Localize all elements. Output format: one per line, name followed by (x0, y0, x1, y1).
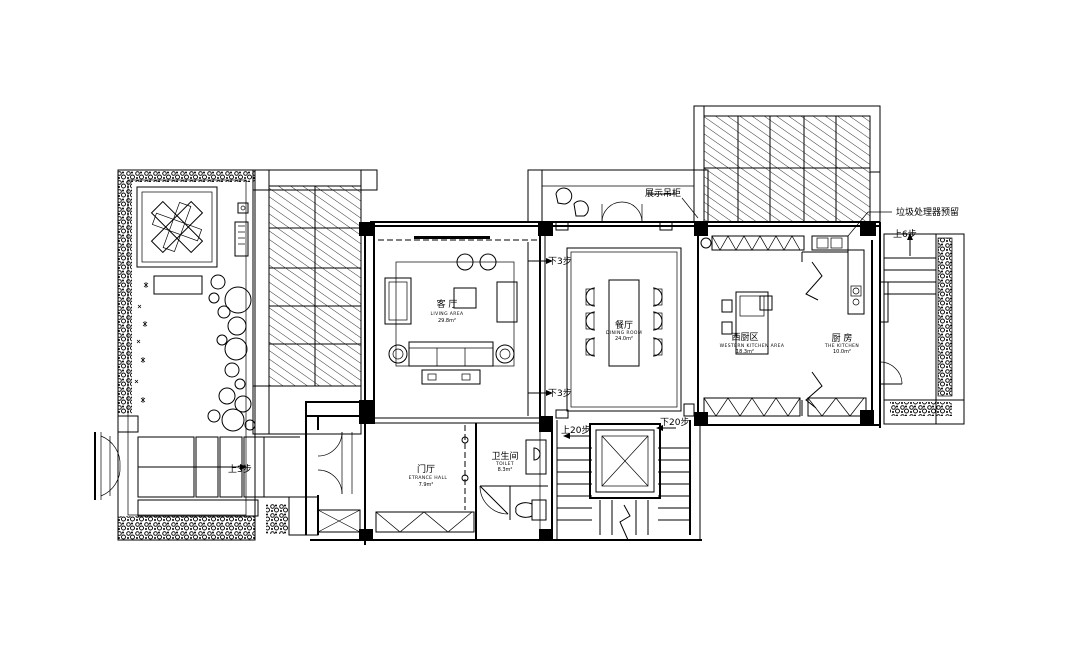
toilet-area: 8.3m² (498, 467, 513, 473)
walls (288, 221, 881, 545)
stepping-stones (207, 274, 256, 432)
garden-terrace: 上3步 (94, 169, 300, 541)
garbage-disposer-label: 垃圾处理器预留 (896, 206, 959, 218)
living-room-name: 客 厅 (437, 298, 458, 310)
living-room-area: 29.8m² (438, 318, 456, 324)
living-room: 客 厅 LIVING AREA 29.8m² (378, 236, 537, 416)
right-terrace: 上6步 (883, 229, 965, 425)
up6-label: 上6步 (893, 229, 917, 240)
down3-lower-label: 下3步 (548, 388, 572, 399)
toilet: 卫生间 TOILET 8.3m² (475, 423, 548, 540)
kitchen-area: 西厨区 WESTERN KITCHEN AREA 18.3m² 厨 房 THE … (700, 235, 903, 417)
cabinet-double-door (601, 201, 643, 223)
garden-gate (94, 432, 121, 500)
western-kitchen-name: 西厨区 (731, 332, 758, 343)
dining-room: 餐厅 DINING ROOM 24.0m² (527, 169, 709, 419)
western-kitchen-area: 18.3m² (736, 349, 754, 355)
glass-panel-right (693, 105, 881, 223)
up20-label: 上20步 (561, 425, 590, 436)
stairwell: 上20步 下20步 (557, 417, 690, 541)
kitchen-en: THE KITCHEN (824, 343, 859, 349)
entrance-hall-name: 门厅 (417, 463, 435, 475)
pinwheel-planter (136, 186, 218, 268)
dining-room-en: DINING ROOM (606, 330, 642, 336)
kitchen-area: 10.0m² (833, 349, 851, 355)
toilet-name: 卫生间 (491, 450, 518, 462)
up3-label: 上3步 (228, 464, 252, 475)
entrance-hall-en: ETRANCE HALL (409, 475, 448, 481)
dining-room-area: 24.0m² (615, 336, 633, 342)
down3-upper-label: 下3步 (548, 256, 572, 267)
dining-room-name: 餐厅 (615, 319, 633, 331)
kitchen-name: 厨 房 (832, 332, 853, 344)
down20-label: 下20步 (660, 417, 689, 428)
glass-panel-left (252, 169, 378, 435)
display-cabinet-label: 展示吊柜 (645, 187, 681, 199)
living-room-en: LIVING AREA (430, 311, 464, 317)
toilet-en: TOILET (495, 461, 514, 467)
entrance-hall: 门厅 ETRANCE HALL 7.9m² (317, 425, 475, 533)
entrance-hall-area: 7.9m² (419, 482, 434, 488)
western-kitchen-en: WESTERN KITCHEN AREA (720, 343, 785, 349)
